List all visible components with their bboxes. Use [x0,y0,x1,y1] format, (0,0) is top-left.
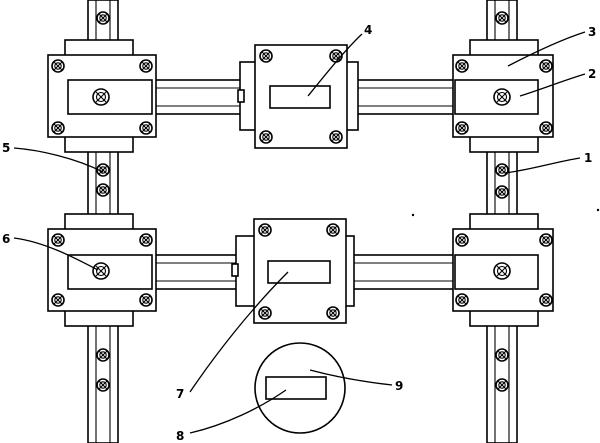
top-center-slider [237,44,359,149]
carriage-top-left [47,39,157,153]
leader-line-9 [309,369,393,386]
callout-7: 7 [176,387,184,401]
carriage-top-right [452,39,554,153]
callout-6: 6 [2,232,10,246]
carriage-bolt [51,121,65,135]
carriage-bolt [455,121,469,135]
leader-line-2 [519,73,586,97]
carriage-bolt [455,233,469,247]
slider-bolt [259,49,273,63]
carriage-bolt [539,121,553,135]
carriage-bolt [539,293,553,307]
stray-dot [596,208,600,212]
slider-bolt [329,49,343,63]
rail-bolt [495,348,509,362]
callout-2: 2 [588,67,596,81]
slider-bolt [326,306,340,320]
carriage-bolt [51,59,65,73]
carriage-bolt [139,59,153,73]
rail-bolt [96,183,110,197]
callout-5: 5 [2,141,10,155]
leader-line-6 [13,237,99,271]
callout-9: 9 [395,379,403,393]
leader-line-4 [307,33,363,97]
leader-line-8 [189,389,287,434]
rail-bolt [495,185,509,199]
rail-bolt [495,11,509,25]
callout-8: 8 [176,429,184,443]
callout-4: 4 [364,23,372,37]
carriage-bottom-right [452,213,554,327]
carriage-bolt [51,233,65,247]
rail-bolt [495,163,509,177]
slider-bolt [258,306,272,320]
rail-bolt [495,378,509,392]
carriage-bolt [139,293,153,307]
callout-labels: 1 2 3 4 5 6 7 8 9 [2,23,596,443]
carriage-bolt [139,233,153,247]
leader-line-3 [507,31,586,67]
leader-line-5 [13,147,104,173]
slider-bolt [329,130,343,144]
carriage-bolt [51,293,65,307]
callout-3: 3 [588,25,596,39]
carriage-bolt [455,59,469,73]
clamp-bolt [493,88,511,106]
slider-bolt [258,223,272,237]
clamp-bolt [92,262,110,280]
carriage-bolt [539,233,553,247]
carriage-bolt [455,293,469,307]
leader-line-7 [189,271,289,393]
rail-bolt [96,378,110,392]
carriage-bottom-left [47,213,157,327]
leader-line-1 [504,157,581,174]
leader-lines [13,31,586,434]
carriage-bolt [139,121,153,135]
rail-bolt [96,348,110,362]
stray-dot [411,213,415,217]
clamp-bolt [493,262,511,280]
slider-bolt [326,223,340,237]
clamp-bolt [92,88,110,106]
carriage-bolt [539,59,553,73]
callout-1: 1 [584,151,592,165]
slider-bolt [259,130,273,144]
bottom-center-slider [231,218,355,324]
detail-view [254,342,346,434]
rail-bolt [96,11,110,25]
